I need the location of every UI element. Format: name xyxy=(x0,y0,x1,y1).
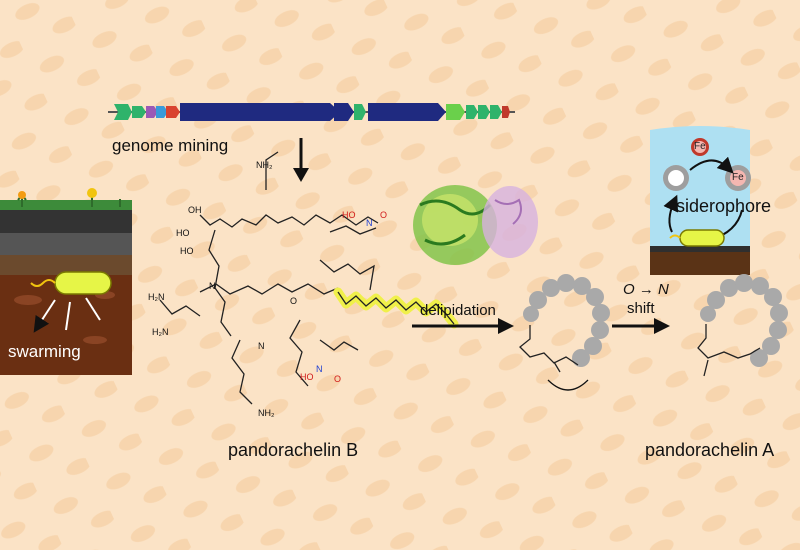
bacterium-right xyxy=(679,229,725,247)
pandorachelin-a-label: pandorachelin A xyxy=(645,440,775,460)
gene-cluster xyxy=(108,103,515,121)
ho-top: HO xyxy=(342,210,356,220)
product-bead-ring xyxy=(700,274,788,367)
h2n-low: H₂N xyxy=(152,327,169,337)
o-a: O xyxy=(290,296,298,306)
oh-c: HO xyxy=(180,246,194,256)
pandorachelin-b-label: pandorachelin B xyxy=(228,440,359,460)
pandorachelin-b-structure xyxy=(159,151,379,405)
delipidation-label: delipidation xyxy=(420,302,496,319)
nh-1: N xyxy=(209,281,216,291)
attack-arrow xyxy=(547,379,589,391)
protein-structure xyxy=(413,185,538,265)
siderophore-panel xyxy=(650,126,751,275)
siderophore-label: siderophore xyxy=(676,196,772,216)
n-bot: N xyxy=(316,364,323,374)
nh2-top: NH₂ xyxy=(256,160,273,170)
fe-ion-label-2: Fe xyxy=(732,172,744,183)
swarming-label: swarming xyxy=(8,342,81,361)
intermediate-backbone xyxy=(519,325,589,391)
genome-mining-label: genome mining xyxy=(112,136,229,155)
intermediate-bead-ring xyxy=(523,274,610,367)
soil-panel xyxy=(0,188,132,375)
h2n-left: H₂N xyxy=(148,292,165,302)
oh-b: HO xyxy=(176,228,190,238)
o-bot: O xyxy=(334,374,342,384)
o-top: O xyxy=(380,210,388,220)
n-top: N xyxy=(366,218,373,228)
shift-label: shift xyxy=(627,300,655,317)
o-to-n-label: O → N xyxy=(623,281,669,298)
nh-2: N xyxy=(258,341,265,351)
fe-ion-label-1: Fe xyxy=(694,141,706,152)
ho-bot: HO xyxy=(300,372,314,382)
product-backbone xyxy=(697,324,761,377)
lipid-chain xyxy=(337,291,455,325)
nh2-bot: NH₂ xyxy=(258,408,275,418)
bacterium-left xyxy=(54,271,112,295)
oh-a: OH xyxy=(188,205,202,215)
